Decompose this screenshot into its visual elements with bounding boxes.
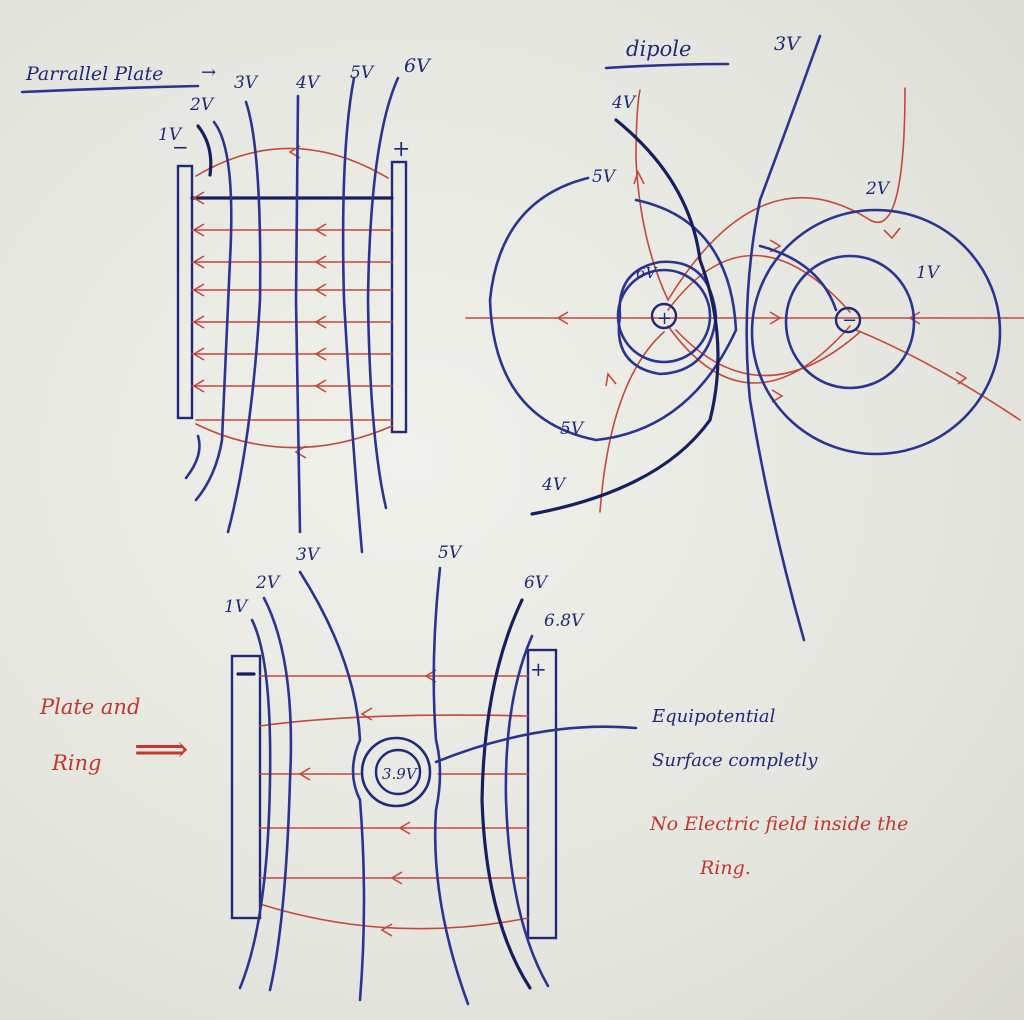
negative-sign: − xyxy=(172,135,189,159)
label-5v-bottom: 5V xyxy=(560,419,585,439)
equipotential-3v xyxy=(298,570,366,1002)
dipole-title: dipole xyxy=(626,37,691,61)
positive-sign: + xyxy=(392,137,410,162)
label-3v: 3V xyxy=(296,545,321,565)
parallel-field-lines xyxy=(190,147,394,449)
equipotential-3v xyxy=(226,100,262,534)
ring-field-lines xyxy=(259,675,529,930)
equipotential-1v xyxy=(238,618,272,990)
equipotential-6v xyxy=(616,268,712,364)
label-5v-top: 5V xyxy=(592,167,617,187)
equipotential-6v xyxy=(366,76,400,510)
label-1v: 1V xyxy=(916,263,941,283)
parallel-title-arrow: → xyxy=(201,62,216,83)
equipotential-5v xyxy=(432,566,470,1006)
note-surface: Surface completly xyxy=(652,750,818,771)
positive-charge xyxy=(650,302,678,330)
positive-plate xyxy=(526,648,558,940)
label-5v: 5V xyxy=(350,63,375,83)
note-equipotential: Equipotential xyxy=(651,706,776,727)
field-line xyxy=(855,329,1021,421)
ring-equipotentials xyxy=(238,566,638,1006)
negative-charge-sign: − xyxy=(842,310,857,331)
note-no-field: No Electric field inside the xyxy=(649,813,908,835)
negative-charge xyxy=(834,306,862,334)
parallel-equipotentials xyxy=(184,76,400,554)
dipole-diagram: dipole xyxy=(465,33,1024,642)
label-1v: 1V xyxy=(224,597,249,617)
parallel-title-underline xyxy=(20,84,200,94)
negative-plate xyxy=(230,654,262,920)
equipotential-3v xyxy=(745,34,822,642)
label-6v: 6V xyxy=(524,573,549,593)
equipotential-6p8v xyxy=(504,634,550,988)
field-fringe-top xyxy=(195,147,389,179)
parallel-title: Parrallel Plate xyxy=(25,63,163,85)
label-3v: 3V xyxy=(234,73,259,93)
ring-inner xyxy=(374,748,422,796)
parallel-plate-diagram: Parrallel Plate → − + xyxy=(20,55,432,554)
equipotential-2v xyxy=(750,208,1002,456)
field-line xyxy=(667,87,906,301)
label-4v-top: 4V xyxy=(611,93,637,113)
positive-plate-sign: + xyxy=(530,657,547,681)
label-2v: 2V xyxy=(865,179,891,199)
ring-value: 3.9V xyxy=(382,765,419,783)
ring-outer xyxy=(360,736,432,808)
field-fringe-bottom xyxy=(195,423,393,449)
field-line xyxy=(599,331,665,513)
positive-charge-sign: + xyxy=(657,308,672,329)
plate-ring-diagram: Plate and Ring ⟹ + 3.9V xyxy=(39,543,908,1006)
equipotential-1v xyxy=(196,124,213,177)
ring-caption-line2: Ring xyxy=(51,751,102,775)
equipotential-2v xyxy=(194,120,233,502)
label-5v: 5V xyxy=(438,543,463,563)
negative-plate xyxy=(176,164,194,420)
ring-caption-line1: Plate and xyxy=(39,695,140,719)
dipole-field-lines xyxy=(599,87,1021,513)
label-2v: 2V xyxy=(255,573,281,593)
label-1v: 1V xyxy=(158,125,183,145)
equipotential-inner xyxy=(758,244,838,312)
label-2v: 2V xyxy=(189,95,215,115)
label-4v-bottom: 4V xyxy=(541,475,567,495)
note-pointer xyxy=(434,725,638,764)
positive-plate xyxy=(390,160,408,434)
field-line xyxy=(635,89,669,301)
equipotential-5v xyxy=(488,176,738,442)
dipole-equipotentials xyxy=(488,34,1002,642)
equipotential-1v-lower xyxy=(184,434,201,480)
ring-caption-arrow: ⟹ xyxy=(134,727,188,771)
equipotential-1v xyxy=(784,254,916,390)
field-line xyxy=(675,329,861,377)
note-ring: Ring. xyxy=(699,857,751,879)
ring-arrowheads xyxy=(298,669,437,937)
equipotential-4v xyxy=(294,94,302,534)
label-4v: 4V xyxy=(295,73,321,93)
equipotential-5v xyxy=(341,76,364,554)
equipotential-2v xyxy=(262,596,293,992)
label-6v: 6V xyxy=(404,55,432,77)
label-6p8v: 6.8V xyxy=(544,611,585,631)
equipotential-6v xyxy=(480,598,532,990)
field-line xyxy=(667,325,851,384)
equipotential-4v xyxy=(530,118,720,516)
parallel-arrowheads xyxy=(192,145,327,459)
dipole-title-underline xyxy=(604,62,730,70)
label-6v: 6V xyxy=(636,264,659,282)
label-3v: 3V xyxy=(774,33,802,55)
